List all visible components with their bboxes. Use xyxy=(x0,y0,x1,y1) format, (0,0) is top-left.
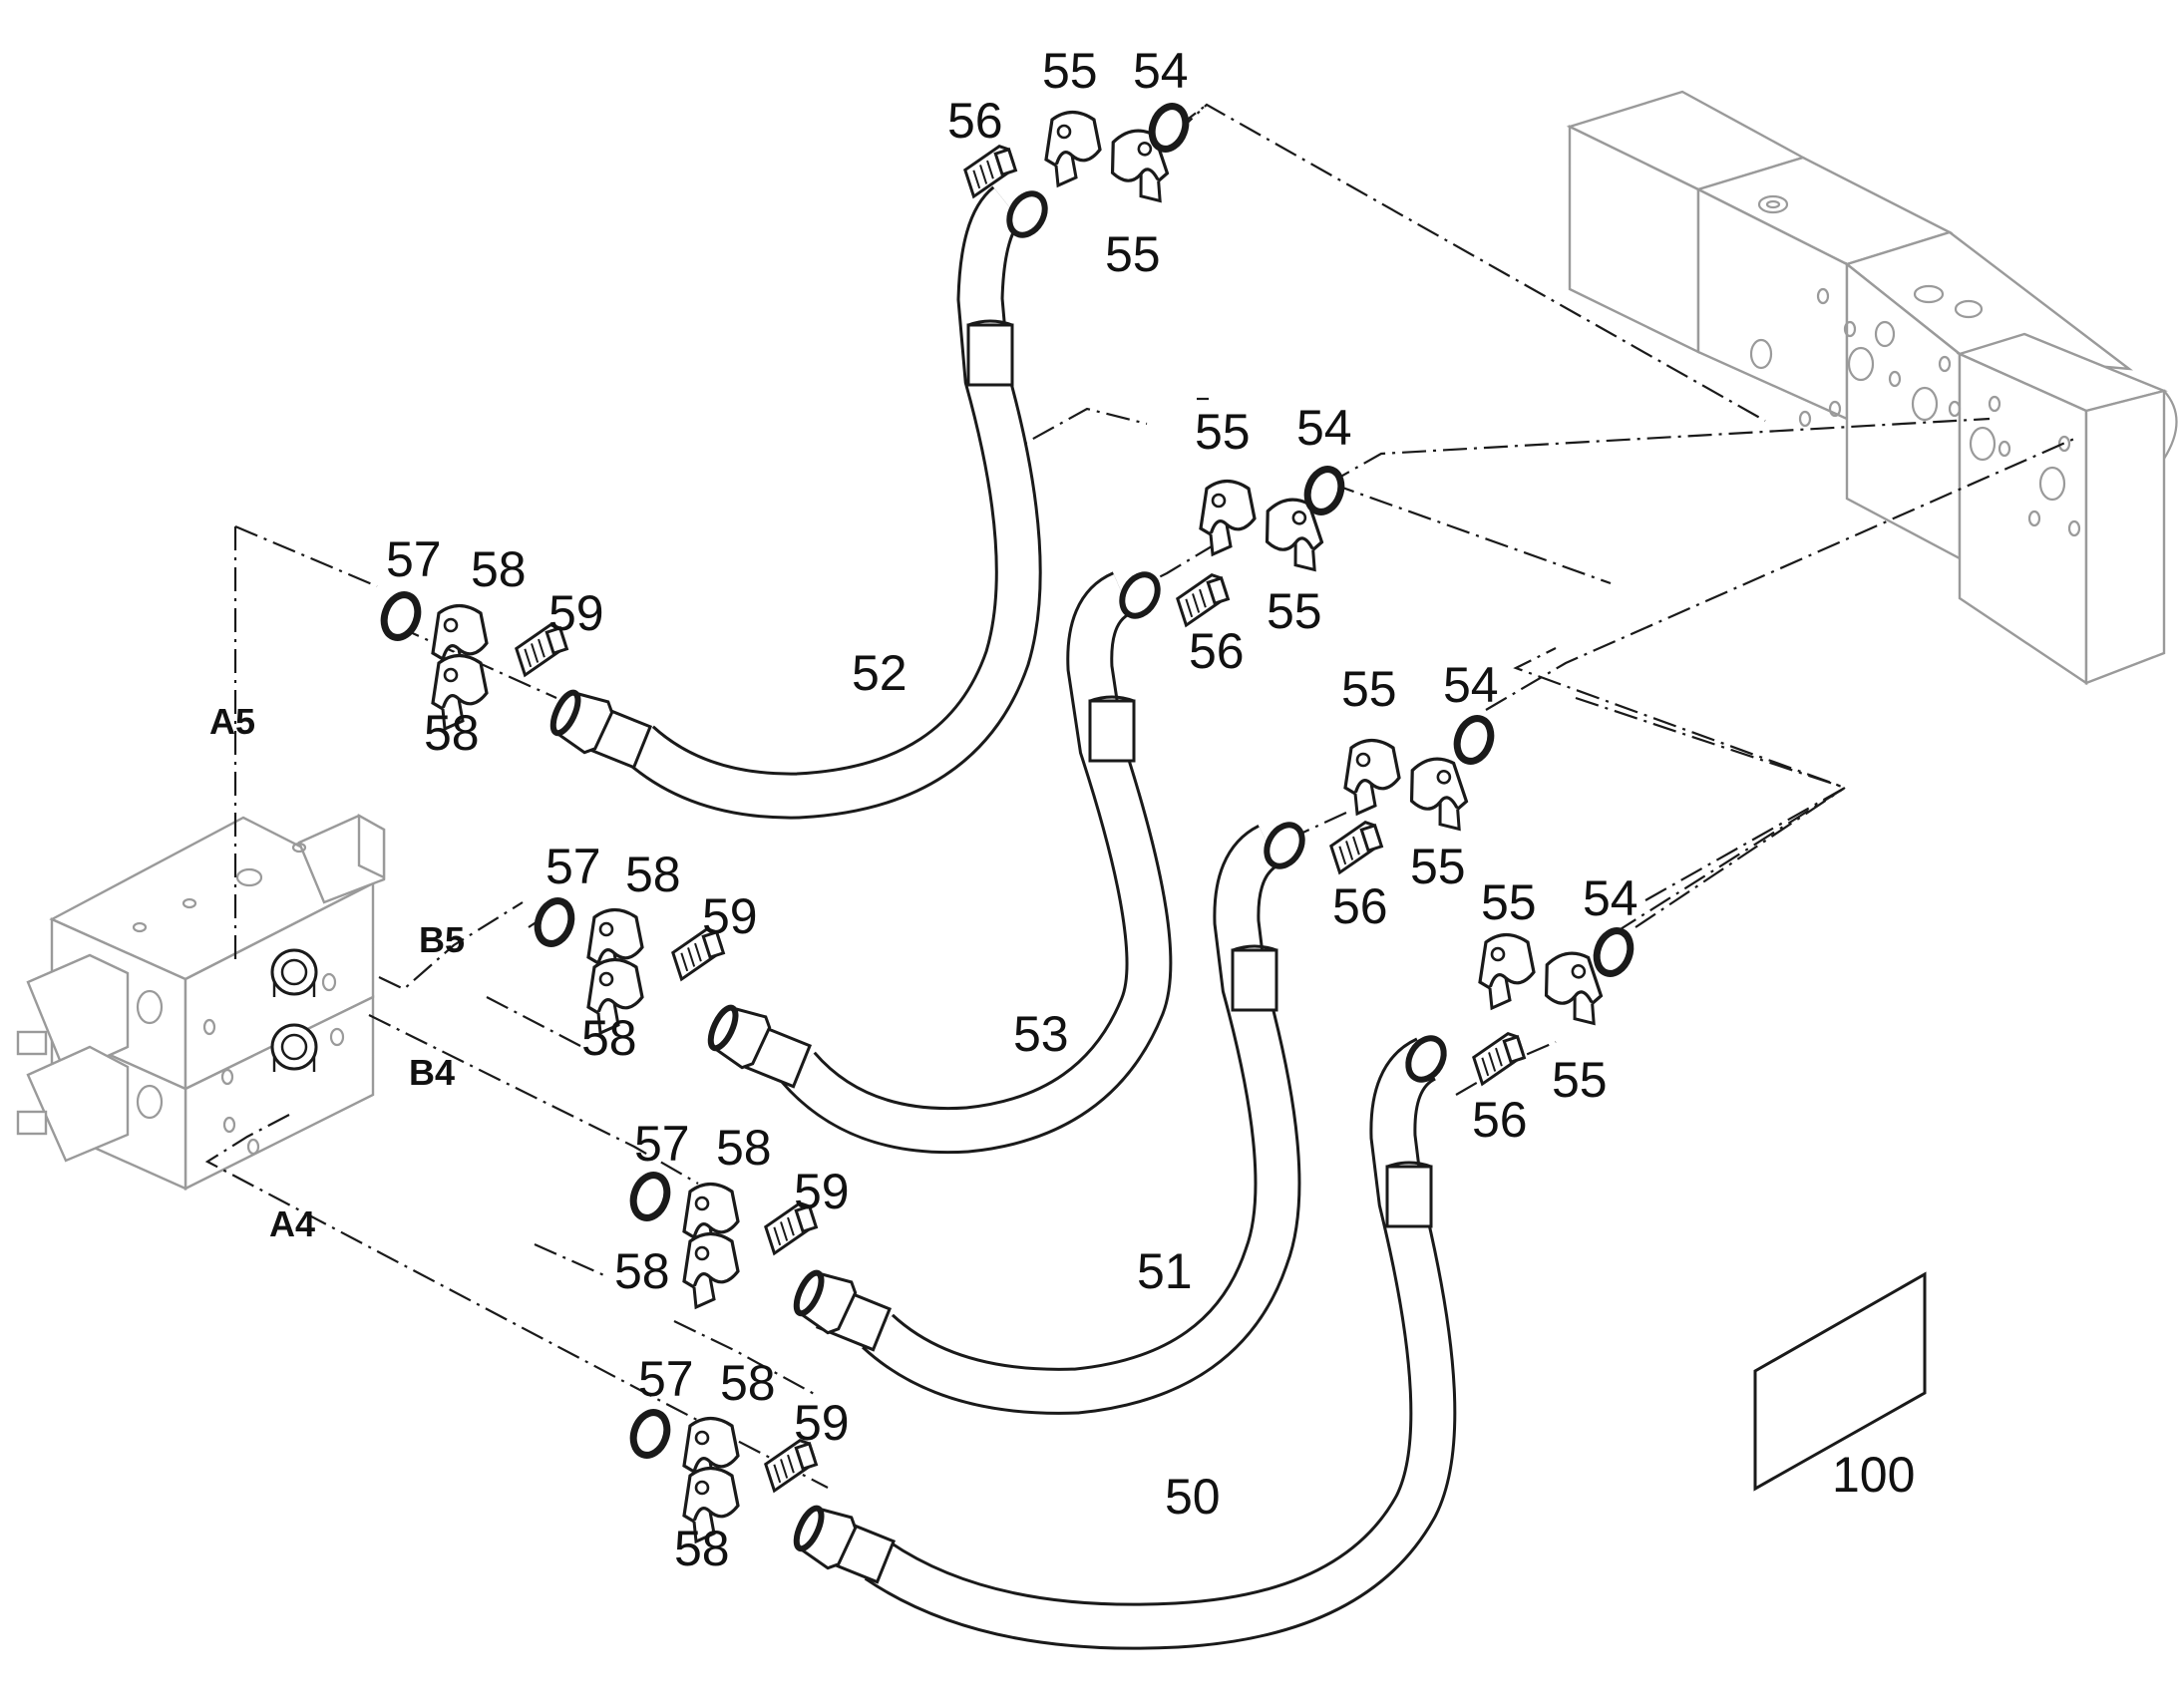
port-a5: A5 xyxy=(209,701,255,742)
callout-58: 58 xyxy=(614,1243,670,1299)
callout-55: 55 xyxy=(1105,226,1161,282)
callout-54: 54 xyxy=(1443,657,1499,713)
hose-label: 50 xyxy=(1165,1469,1221,1525)
callout-55: 55 xyxy=(1410,839,1466,894)
callout-56: 56 xyxy=(1189,623,1245,679)
callout-56: 56 xyxy=(947,93,1003,149)
callout-59: 59 xyxy=(794,1164,850,1219)
hose-label: 53 xyxy=(1013,1006,1069,1062)
port-b4: B4 xyxy=(409,1052,455,1093)
top-fitting-labels: 55 54 56 55 55 54 56 55 55 54 56 55 55 5… xyxy=(947,43,1638,1148)
hose-53 xyxy=(703,571,1173,1155)
callout-55: 55 xyxy=(1481,874,1537,930)
callout-59: 59 xyxy=(548,585,604,641)
callout-56: 56 xyxy=(1332,878,1388,934)
callout-54: 54 xyxy=(1583,870,1638,926)
callout-56: 56 xyxy=(1472,1092,1528,1148)
hose-52 xyxy=(545,185,1048,820)
hose-label: 51 xyxy=(1137,1243,1193,1299)
manifold-block-ghost xyxy=(1566,90,2178,686)
callout-59: 59 xyxy=(702,888,758,944)
callout-58: 58 xyxy=(674,1521,730,1576)
callout-58: 58 xyxy=(625,847,681,902)
reference-box: 100 xyxy=(1753,1271,1927,1503)
port-labels: A5 B5 B4 A4 xyxy=(209,701,465,1244)
hose-51 xyxy=(789,822,1305,1415)
callout-54: 54 xyxy=(1133,43,1189,99)
callout-54: 54 xyxy=(1296,400,1352,456)
callout-58: 58 xyxy=(716,1120,772,1176)
callout-57: 57 xyxy=(638,1351,694,1407)
callout-58: 58 xyxy=(581,1010,637,1066)
port-b5: B5 xyxy=(419,919,465,960)
callout-55: 55 xyxy=(1341,661,1397,717)
hose-50 xyxy=(789,1035,1457,1650)
callout-58: 58 xyxy=(720,1355,776,1411)
callout-55: 55 xyxy=(1195,404,1251,460)
callout-58: 58 xyxy=(424,705,480,761)
callout-55: 55 xyxy=(1042,43,1098,99)
callout-55: 55 xyxy=(1552,1052,1608,1108)
callout-57: 57 xyxy=(386,531,442,587)
reference-box-label: 100 xyxy=(1832,1447,1915,1503)
callout-58: 58 xyxy=(471,541,527,597)
control-valve-block xyxy=(16,813,386,1191)
bottom-fitting-labels: 57 58 59 58 57 58 59 58 57 58 59 58 57 5… xyxy=(386,531,850,1576)
callout-57: 57 xyxy=(634,1116,690,1172)
hose-label: 52 xyxy=(852,645,908,701)
callout-55: 55 xyxy=(1267,583,1322,639)
callout-59: 59 xyxy=(794,1395,850,1451)
callout-57: 57 xyxy=(545,839,601,894)
port-a4: A4 xyxy=(269,1203,315,1244)
hose-labels: 52 53 51 50 xyxy=(852,645,1221,1525)
